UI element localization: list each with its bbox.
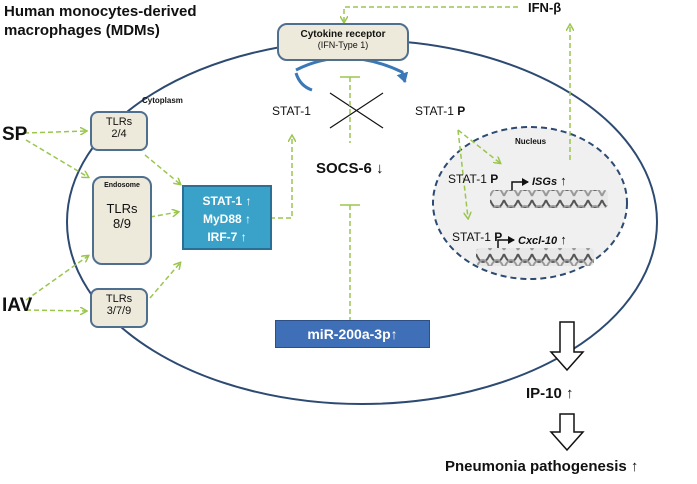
- arrow-stat1p-nucleus-a: [457, 129, 500, 163]
- stat1-label: STAT-1: [272, 104, 311, 118]
- tlr24-line1: TLRs: [105, 116, 133, 128]
- stat1p-label: STAT-1 P: [415, 104, 465, 118]
- output-arrow-1: [549, 321, 585, 372]
- iav-label: IAV: [2, 295, 33, 316]
- arrow-tlr89-signal: [149, 212, 178, 218]
- endosome-box: Endosome TLRs 8/9: [92, 176, 152, 265]
- block-cross-b: [329, 92, 384, 129]
- sp-label: SP: [2, 124, 28, 145]
- nucleus-stat1-b-p: P: [494, 230, 503, 244]
- arrow-sp-tlr24: [23, 131, 86, 133]
- mirna-box: miR-200a-3p↑: [275, 320, 430, 348]
- nucleus-stat1-a-p: P: [490, 172, 499, 186]
- tlr379-box: TLRs 3/7/9: [90, 288, 148, 328]
- nucleus-stat1-a-text: STAT-1: [448, 172, 487, 186]
- tlr379-line2: 3/7/9: [106, 305, 132, 317]
- signal-line2: MyD88 ↑: [202, 212, 252, 226]
- title-line2: macrophages (MDMs): [4, 22, 160, 39]
- arrow-signal-stat1: [270, 136, 292, 219]
- arrow-tlr379-signal: [149, 263, 180, 299]
- promoter-arrow-cxcl10: [497, 236, 515, 248]
- tlr89-line2: 8/9: [112, 216, 132, 231]
- tlr379-line1: TLRs: [105, 293, 133, 305]
- ifn-beta-label: IFN-β: [528, 0, 562, 15]
- isgs-gene-name: ISGs: [532, 176, 558, 188]
- stat1p-text: STAT-1: [415, 104, 454, 118]
- arrow-iav-tlr379: [25, 310, 86, 311]
- cxcl10-up: ↑: [560, 232, 567, 247]
- socs6-label: SOCS-6 ↓: [316, 160, 384, 177]
- signal-line3: IRF-7 ↑: [207, 230, 247, 244]
- cxcl10-gene-name: Cxcl-10: [518, 235, 558, 247]
- receptor-line2: (IFN-Type 1): [317, 40, 369, 50]
- isgs-up: ↑: [560, 173, 567, 188]
- title-line1: Human monocytes-derived: [4, 3, 197, 20]
- nucleus-stat1-b: STAT-1 P: [452, 230, 502, 244]
- tlr24-box: TLRs 2/4: [90, 111, 148, 151]
- stat1p-p: P: [457, 104, 466, 118]
- cxcl10-gene: Cxcl-10 ↑: [518, 232, 567, 247]
- dna-strand-isgs: [490, 190, 608, 208]
- pneumonia-label: Pneumonia pathogenesis ↑: [445, 458, 639, 475]
- output-arrow-2: [549, 413, 585, 452]
- nucleus-stat1-b-text: STAT-1: [452, 230, 491, 244]
- nucleus-stat1-a: STAT-1 P: [448, 172, 498, 186]
- ip10-label: IP-10 ↑: [526, 385, 574, 402]
- tlr89-line1: TLRs: [106, 201, 138, 216]
- endosome-label: Endosome: [104, 182, 140, 189]
- signal-line1: STAT-1 ↑: [202, 194, 252, 208]
- promoter-arrow-isgs: [511, 178, 529, 190]
- tlr24-line2: 2/4: [111, 128, 127, 140]
- signal-box: STAT-1 ↑ MyD88 ↑ IRF-7 ↑: [182, 185, 272, 250]
- cytokine-receptor: Cytokine receptor (IFN-Type 1): [277, 23, 409, 61]
- arrow-sp-endosome: [25, 139, 88, 177]
- arrow-ifn-receptor: [344, 6, 518, 22]
- arrow-iav-endosome: [25, 256, 88, 301]
- nucleus-label: Nucleus: [515, 137, 547, 146]
- isgs-gene: ISGs ↑: [532, 173, 567, 188]
- receptor-line1: Cytokine receptor: [300, 29, 386, 40]
- arrow-stat1p-nucleus-b: [457, 129, 468, 218]
- title: Human monocytes-derived macrophages (MDM…: [4, 2, 197, 40]
- cytoplasm-label: Cytoplasm: [142, 96, 183, 105]
- dna-strand-cxcl10: [476, 248, 594, 266]
